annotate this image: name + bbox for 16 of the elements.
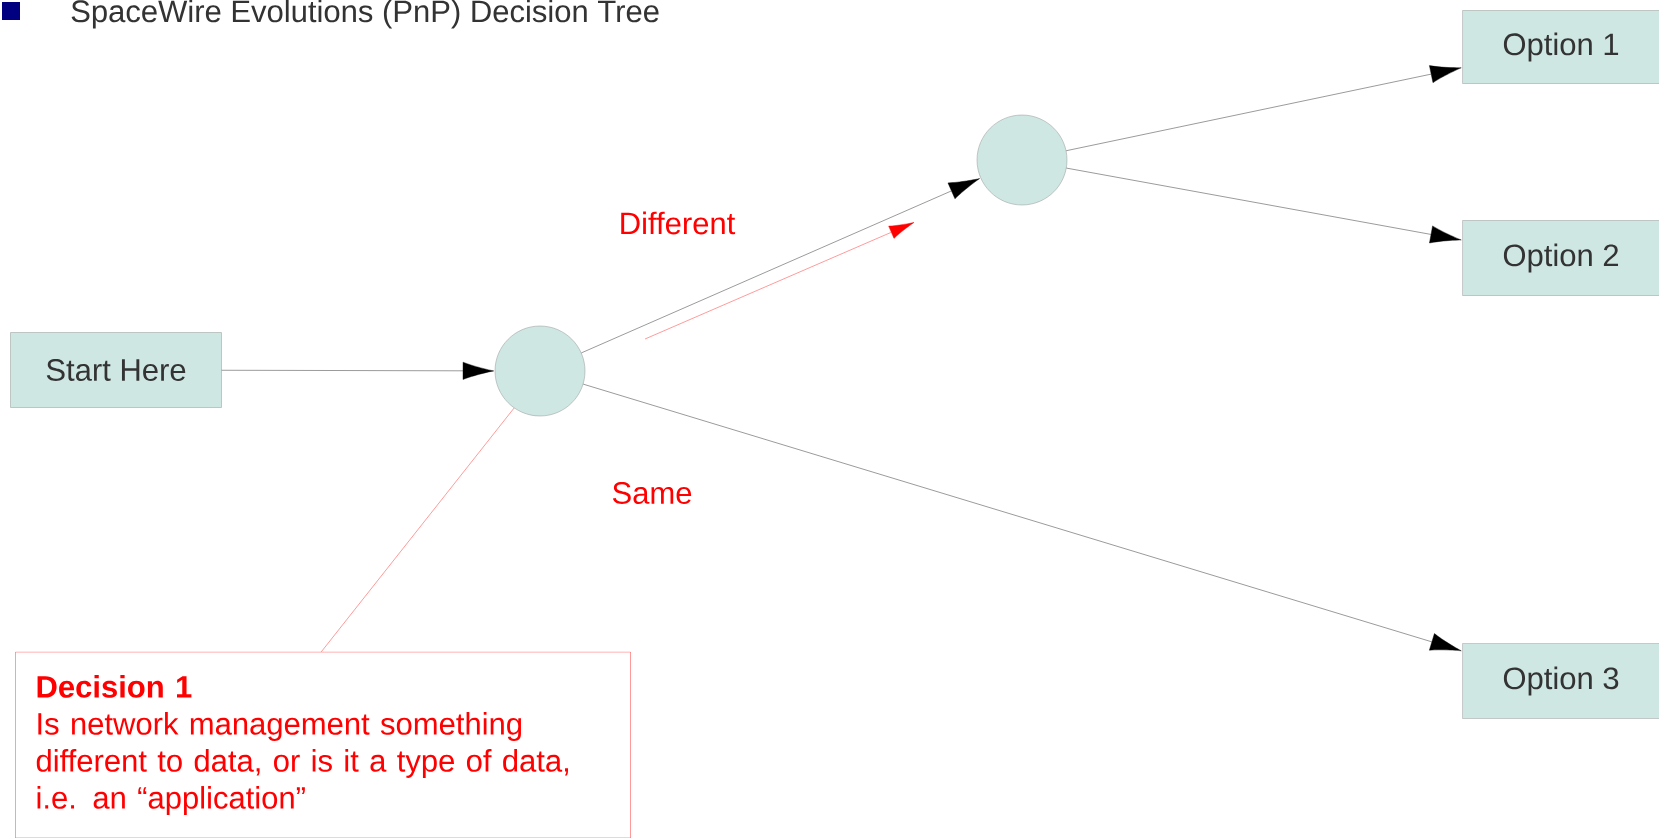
option-box: Option 3 [1462,643,1659,719]
arrow [221,361,494,380]
option-box: Option 2 [1462,220,1659,296]
edge-label: Different [616,209,738,237]
arrow [1066,65,1462,151]
callout-box: Decision 1 Is network management something different to data, or is it a type of data, i.e. an “application” [15,651,631,838]
arrow [583,383,1462,651]
option-box: Start Here [10,332,222,408]
leader-line [321,407,515,652]
title: SpaceWire Evolutions (PnP) Decision Tree [71,0,659,29]
arrow [581,178,980,354]
edge-label: Same [609,480,695,506]
option-box: Option 1 [1462,10,1659,84]
decision-circle [494,325,586,417]
decision-circle [976,114,1068,206]
arrow [1066,167,1462,244]
